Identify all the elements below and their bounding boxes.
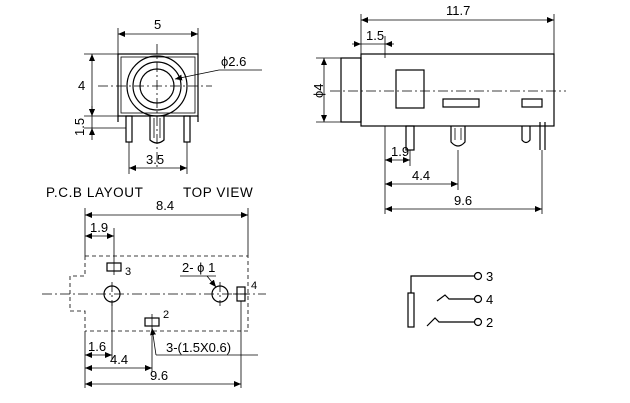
pcb-width-dim: 8.4 <box>156 198 174 213</box>
front-pin-center <box>149 116 165 144</box>
schematic-sleeve <box>407 292 415 328</box>
pcb-outline <box>69 255 249 332</box>
schematic-pin3-wire <box>410 275 474 293</box>
schematic: 3 4 2 <box>407 269 493 330</box>
pcb-hole-leader <box>206 275 217 288</box>
side-pin3-dim: 9.6 <box>454 193 472 208</box>
side-pin1-dim: 1.9 <box>391 144 409 159</box>
schematic-pin4-terminal <box>473 294 483 304</box>
pcb-slot-leader <box>150 327 157 356</box>
pcb-offset-dim: 1.9 <box>90 220 108 235</box>
side-length-dim: 11.7 <box>446 3 470 18</box>
pcb-dim-2: 4.4 <box>110 352 128 367</box>
pcb-hole-callout: 2- ϕ 1 <box>182 260 215 275</box>
pcb-pad-4-label: 4 <box>251 280 257 292</box>
pcb-slot-callout: 3-(1.5X0.6) <box>166 340 231 355</box>
side-square-feature <box>395 69 425 109</box>
pcb-dim-1: 1.6 <box>88 339 106 354</box>
side-pin2-dim: 4.4 <box>412 168 430 183</box>
pcb-dim-3: 9.6 <box>150 368 168 383</box>
pcb-layout-subtitle: TOP VIEW <box>183 185 253 200</box>
pcb-hole-right <box>211 285 229 303</box>
front-pin-offset-dim: 1.5 <box>72 118 87 136</box>
side-slot-feature-2 <box>521 98 543 108</box>
pcb-pad-3-label: 3 <box>125 266 131 278</box>
hole-leader <box>174 69 220 81</box>
side-body-dim: ϕ4 <box>311 83 326 98</box>
front-body-outline <box>117 53 199 117</box>
schematic-pin2-contact <box>426 317 474 327</box>
side-body <box>360 53 555 127</box>
schematic-pin4-label: 4 <box>486 292 493 307</box>
side-front-dim: 1.5 <box>366 28 384 43</box>
schematic-pin3-label: 3 <box>486 269 493 284</box>
side-pin-3 <box>521 126 531 144</box>
front-width-dim: 5 <box>154 17 161 32</box>
front-pin-left <box>125 115 133 143</box>
front-view: 5 ϕ2.6 4 1.5 3.5 <box>72 17 262 174</box>
front-body-inner <box>120 56 196 114</box>
side-pin-2 <box>450 126 466 147</box>
front-pin-pitch-dim: 3.5 <box>146 152 164 167</box>
schematic-pin3-terminal <box>473 271 483 281</box>
schematic-pin2-terminal <box>473 317 483 327</box>
pcb-layout: P.C.B LAYOUT TOP VIEW 3 4 2 2- ϕ 1 3-(1.… <box>42 185 266 388</box>
side-view: 11.7 1.5 ϕ4 1.9 4.4 9.6 <box>311 3 566 214</box>
schematic-pin2-label: 2 <box>486 315 493 330</box>
schematic-pin4-contact <box>436 294 474 302</box>
side-nose <box>340 57 362 123</box>
front-hole-dim: ϕ2.6 <box>221 54 246 69</box>
pcb-layout-title: P.C.B LAYOUT <box>46 185 143 200</box>
front-height-dim: 4 <box>78 78 85 93</box>
front-pin-right <box>183 115 191 143</box>
pcb-pad-2-label: 2 <box>163 309 169 321</box>
side-slot-feature-1 <box>442 98 480 108</box>
